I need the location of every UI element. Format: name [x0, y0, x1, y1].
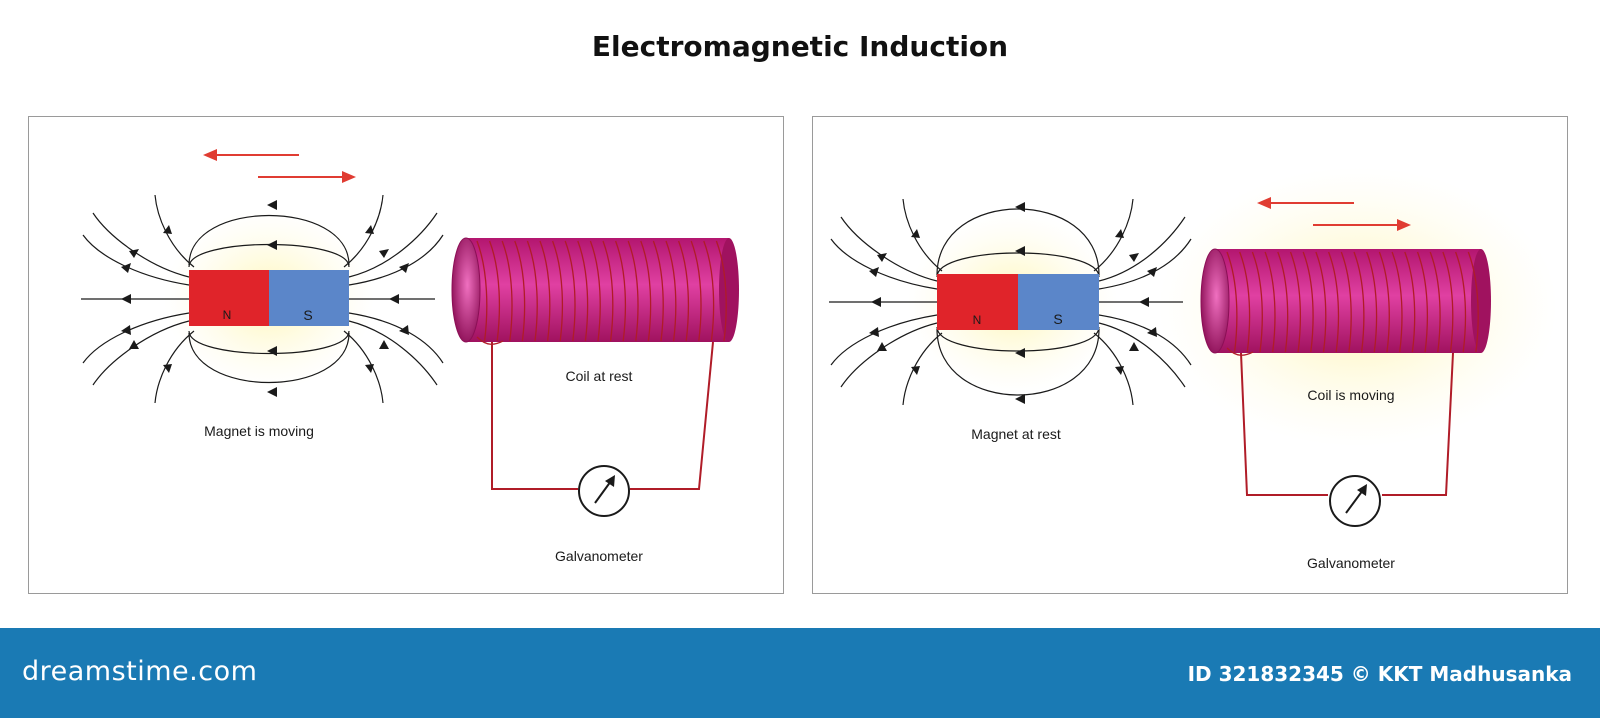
south-pole-label: S	[303, 307, 313, 323]
magnetic-field-lines	[829, 198, 1192, 406]
magnet-south-pole	[1018, 274, 1099, 330]
south-pole-label: S	[1053, 311, 1063, 327]
panel-coil-moving: N S Magnet at rest Coil is moving Galvan…	[812, 116, 1568, 594]
magnet-status-label: Magnet at rest	[971, 426, 1061, 442]
galvanometer-label: Galvanometer	[555, 548, 643, 564]
magnet-south-pole	[269, 270, 349, 326]
diagram-magnet-moving	[81, 149, 739, 517]
coil-windings	[476, 240, 727, 345]
field-line-arrowheads	[869, 202, 1157, 404]
magnet-north-pole	[189, 270, 269, 326]
bar-magnet	[937, 274, 1099, 330]
circuit-wire-left	[491, 342, 578, 490]
coil-windings	[1226, 251, 1479, 356]
galvanometer	[1329, 475, 1381, 527]
galvanometer	[578, 465, 630, 517]
footer-bar: dreamstime.com ID 321832345 © KKT Madhus…	[0, 628, 1600, 718]
bar-magnet	[189, 270, 349, 326]
panel-magnet-moving: N S Magnet is moving Coil at rest Galvan…	[28, 116, 784, 594]
galvanometer-label: Galvanometer	[1307, 555, 1395, 571]
coil-status-label: Coil is moving	[1307, 387, 1395, 403]
circuit-wire-left	[1240, 352, 1328, 496]
page-title: Electromagnetic Induction	[591, 30, 1009, 63]
coil	[451, 237, 739, 345]
north-pole-label: N	[972, 313, 982, 327]
north-pole-label: N	[222, 308, 232, 322]
diagram-coil-moving	[829, 167, 1558, 527]
field-line-arrowheads	[121, 200, 409, 397]
circuit-wire-right	[1382, 352, 1454, 496]
motion-arrows	[203, 149, 356, 183]
circuit-wire-right	[630, 341, 714, 490]
magnet-north-pole	[937, 274, 1018, 330]
magnet-status-label: Magnet is moving	[204, 423, 314, 439]
magnetic-field-lines	[81, 194, 444, 404]
brand-logo-text[interactable]: dreamstime.com	[22, 656, 258, 687]
coil	[1200, 248, 1491, 356]
coil-status-label: Coil at rest	[565, 368, 633, 384]
image-credit: ID 321832345 © KKT Madhusanka	[1187, 662, 1572, 686]
motion-arrows	[1257, 197, 1411, 231]
